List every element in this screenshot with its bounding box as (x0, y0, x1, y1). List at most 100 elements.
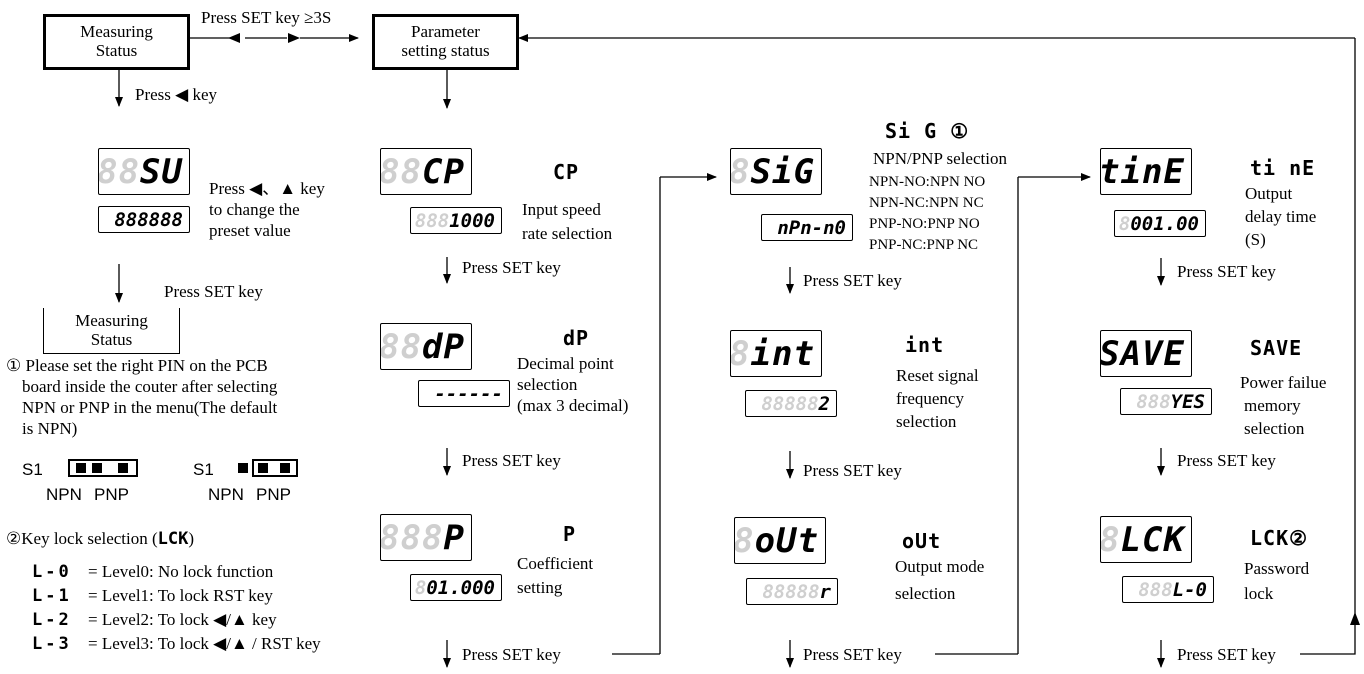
npn-label-a: NPN (46, 485, 82, 504)
dp-desc-2: selection (517, 375, 578, 394)
measuring-box-line1: Measuring (80, 22, 153, 41)
save-desc-1: Power failue (1240, 373, 1327, 392)
dp-desc-1: Decimal point (517, 354, 614, 373)
dp-display-bottom: ------ (418, 380, 510, 407)
pnp-label-b: PNP (256, 485, 291, 504)
left-arrowhead (228, 33, 240, 43)
cp-desc-1: Input speed (522, 200, 601, 219)
lck-press-set: Press SET key (1177, 645, 1276, 664)
save-code: SAVE (1250, 336, 1303, 360)
save-press-set: Press SET key (1177, 451, 1276, 470)
save-display-top: 88SAVE (1100, 330, 1192, 377)
out-code: oUt (902, 529, 942, 553)
col1-desc-line1: Press ◀、▲ key (209, 179, 325, 198)
col1-display-bottom: 888888 (98, 206, 190, 233)
save-desc-2: memory (1244, 396, 1301, 415)
col1-desc-line2: to change the (209, 200, 300, 219)
time-desc-2: delay time (1245, 207, 1317, 226)
p-code: P (563, 522, 577, 546)
switch-pnp-diagram (252, 459, 298, 477)
p-desc-2: setting (517, 578, 563, 597)
out-desc-2: selection (895, 584, 956, 603)
sig-desc: NPN/PNP selection (873, 149, 1007, 168)
measuring-status-box: Measuring Status (43, 14, 190, 70)
switch-square (238, 463, 248, 473)
cp-display-top: 8888CP (380, 148, 472, 195)
out-display-top: 888oUt (734, 517, 826, 564)
keylock-title: ②Key lock selection (LCK) (6, 529, 195, 549)
save-desc-3: selection (1244, 419, 1305, 438)
level0-row: L-0= Level0: No lock function (32, 562, 274, 582)
int-desc-1: Reset signal (896, 366, 979, 385)
time-code: ti nE (1250, 156, 1316, 180)
cp-press-set: Press SET key (462, 258, 561, 277)
time-desc-1: Output (1245, 184, 1293, 203)
int-press-set: Press SET key (803, 461, 902, 480)
sig-display-top: 888SiG (730, 148, 822, 195)
s1-label-b: S1 (193, 460, 214, 479)
lck-code: LCK② (1250, 526, 1309, 550)
sig-display-bottom: nPn-n0 (761, 214, 853, 241)
switch-square (92, 463, 102, 473)
switch-square (258, 463, 268, 473)
sig-desc-small-4: PNP-NC:PNP NC (869, 237, 979, 253)
time-display-top: 88tinE (1100, 148, 1192, 195)
lck-desc-1: Password (1244, 559, 1310, 578)
col1-display-top: 8888SU (98, 148, 190, 195)
dp-code: dP (563, 326, 590, 350)
cp-desc-2: rate selection (522, 224, 613, 243)
sig-desc-small-3: PNP-NO:PNP NO (869, 216, 980, 232)
right-arrowhead (288, 33, 300, 43)
switch-npn-diagram (68, 459, 138, 477)
note1-line1: ① Please set the right PIN on the PCB (6, 356, 268, 375)
press-set-3s-label: Press SET key ≥3S (201, 8, 332, 27)
npn-label-b: NPN (208, 485, 244, 504)
lck-display-top: 888LCK (1100, 516, 1192, 563)
dp-press-set: Press SET key (462, 451, 561, 470)
int-display-top: 888int (730, 330, 822, 377)
switch-square (76, 463, 86, 473)
press-left-key-label: Press ◀ key (135, 85, 218, 104)
out-press-set: Press SET key (803, 645, 902, 664)
sig-code: Si G ① (885, 119, 970, 143)
out-desc-1: Output mode (895, 557, 985, 576)
int-code: int (905, 333, 945, 357)
time-desc-3: (S) (1245, 230, 1266, 249)
dp-desc-3: (max 3 decimal) (517, 396, 629, 415)
switch-square (280, 463, 290, 473)
param-box-line2: setting status (401, 41, 490, 60)
box2-line2: Status (90, 330, 133, 349)
int-desc-2: frequency (896, 389, 964, 408)
note1-line2: board inside the couter after selecting (22, 377, 278, 396)
lck-desc-2: lock (1244, 584, 1274, 603)
switch-square (118, 463, 128, 473)
param-box-line1: Parameter (411, 22, 480, 41)
parameter-setting-box: Parameter setting status (372, 14, 519, 70)
time-press-set: Press SET key (1177, 262, 1276, 281)
sig-press-set: Press SET key (803, 271, 902, 290)
dp-display-top: 8888dP (380, 323, 472, 370)
int-desc-3: selection (896, 412, 957, 431)
s1-label-a: S1 (22, 460, 43, 479)
measuring-box-line2: Status (95, 41, 138, 60)
note1-line4: is NPN) (22, 419, 78, 438)
level2-row: L-2= Level2: To lock ◀/▲ key (32, 610, 277, 630)
box2-line1: Measuring (75, 311, 148, 330)
level1-row: L-1= Level1: To lock RST key (32, 586, 273, 606)
col1-desc-line3: preset value (209, 221, 291, 240)
level3-row: L-3= Level3: To lock ◀/▲ / RST key (32, 634, 321, 654)
pnp-label-a: PNP (94, 485, 129, 504)
p-press-set: Press SET key (462, 645, 561, 664)
p-desc-1: Coefficient (517, 554, 594, 573)
sig-desc-small-1: NPN-NO:NPN NO (869, 174, 986, 190)
measuring-status-box-2: Measuring Status (43, 308, 180, 354)
